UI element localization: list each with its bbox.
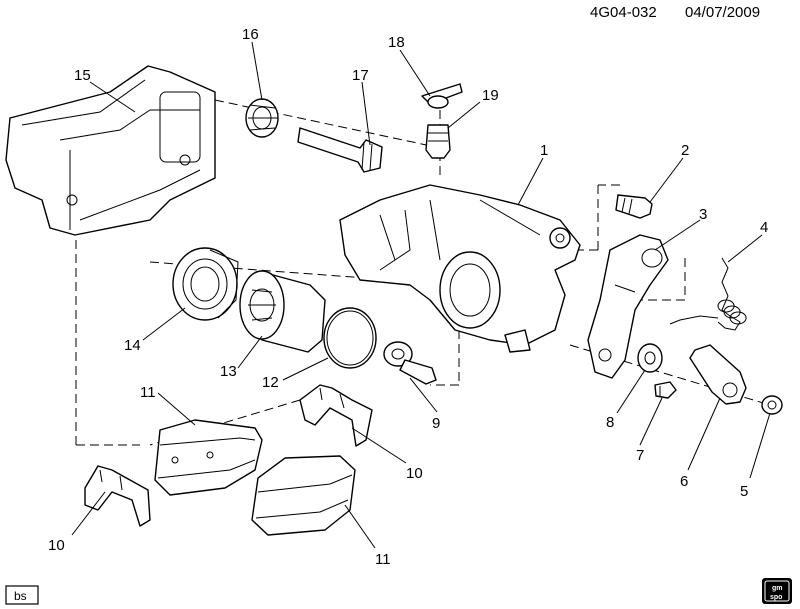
callout-3: 3	[699, 206, 707, 223]
callout-10-upper: 10	[406, 465, 423, 482]
callout-14: 14	[124, 337, 141, 354]
callout-1: 1	[540, 142, 548, 159]
caliper-bolt	[615, 194, 653, 219]
piston-seal	[323, 307, 377, 369]
callout-2: 2	[681, 142, 689, 159]
callout-16: 16	[242, 26, 259, 43]
leader-lines	[71, 41, 771, 549]
callout-15: 15	[74, 67, 91, 84]
bleeder-valve	[425, 124, 451, 159]
callouts: 1 2 3 4 5 6 7 8 9 10 10 11 11 12 13 14 1…	[48, 26, 768, 568]
callout-11-outer: 11	[375, 551, 391, 568]
nut	[761, 395, 783, 415]
callout-6: 6	[680, 473, 688, 490]
bs-tag: bs	[5, 585, 39, 605]
brake-pad-inner	[154, 419, 263, 496]
callout-9: 9	[432, 415, 440, 432]
callout-17: 17	[352, 67, 369, 84]
callout-18: 18	[388, 34, 405, 51]
callout-13: 13	[220, 363, 237, 380]
logo-gm: gm	[772, 585, 783, 592]
callout-11-inner: 11	[140, 384, 156, 401]
brake-pad-outer	[251, 455, 356, 536]
diagram-id: 4G04-032	[590, 4, 657, 21]
diagram-date: 04/07/2009	[685, 4, 760, 21]
caliper-bracket	[5, 65, 216, 236]
callout-7: 7	[636, 447, 644, 464]
bs-tag-text: bs	[14, 589, 27, 603]
piston-boot	[172, 247, 239, 321]
guide-pin-boot	[245, 98, 279, 138]
gm-spo-logo: gm spo	[762, 578, 792, 604]
pad-spring-clip-upper	[299, 384, 373, 447]
callout-4: 4	[760, 219, 768, 236]
pad-spring-clip-lower	[84, 465, 151, 527]
caliper-piston	[239, 270, 326, 353]
guide-pin-bolt	[297, 127, 383, 173]
return-spring	[669, 257, 747, 331]
caliper-housing	[339, 184, 581, 353]
bushing	[637, 343, 663, 373]
parking-brake-lever	[587, 234, 669, 379]
bleeder-cap	[421, 83, 463, 109]
adjuster-screw	[383, 341, 437, 385]
callout-8: 8	[606, 414, 614, 431]
callout-10-lower: 10	[48, 537, 65, 554]
callout-19: 19	[482, 87, 499, 104]
callout-12: 12	[262, 374, 279, 391]
logo-spo: spo	[770, 594, 782, 601]
actuator-lever	[689, 344, 747, 405]
screw	[654, 381, 677, 399]
callout-5: 5	[740, 483, 748, 500]
